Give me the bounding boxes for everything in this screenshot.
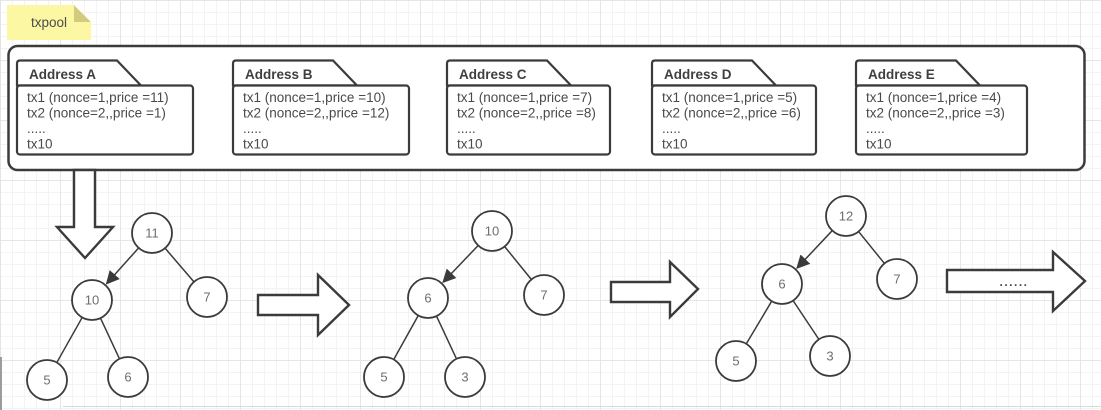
tree-node[interactable]: [71, 279, 113, 321]
tree-node-label: 7: [203, 290, 210, 305]
tree-node[interactable]: [825, 195, 867, 237]
folder-tx-line: tx10: [27, 137, 53, 152]
tree-node-label: 7: [540, 288, 547, 303]
folder-tx-line: tx10: [243, 137, 269, 152]
tree-node[interactable]: [876, 258, 918, 300]
tree-node-label: 5: [43, 373, 50, 388]
tree-node-label: 10: [485, 224, 499, 239]
tree-node-label: 5: [732, 354, 739, 369]
tree-node-label: 5: [380, 370, 387, 385]
folder-tx-line: tx2 (nonce=2,,price =12): [243, 106, 389, 121]
tree-node[interactable]: [26, 359, 68, 401]
sticky-note[interactable]: txpool: [7, 5, 91, 40]
tree-node[interactable]: [715, 340, 757, 382]
tree-node-label: 6: [124, 370, 131, 385]
tree-edge[interactable]: [164, 247, 195, 283]
address-folder-body[interactable]: [15, 84, 195, 156]
tree-node-label: 3: [826, 349, 833, 364]
tree-edge[interactable]: [442, 244, 479, 284]
tree-edge[interactable]: [56, 317, 83, 363]
flow-arrow-right-2[interactable]: [609, 259, 700, 320]
folder-title: Address A: [29, 67, 96, 82]
tree-edge[interactable]: [435, 315, 458, 360]
tree-node[interactable]: [471, 210, 513, 252]
tree-edge[interactable]: [504, 246, 532, 280]
folder-tx-line: .....: [27, 121, 46, 136]
tree-node[interactable]: [363, 356, 405, 398]
flow-arrow-down[interactable]: [54, 168, 116, 260]
tree-edge[interactable]: [858, 231, 885, 264]
folder-tx-line: tx1 (nonce=1,price =11): [27, 90, 169, 105]
folder-title: Address B: [245, 67, 313, 82]
address-folder-body[interactable]: [231, 84, 411, 156]
tree-node-label: 6: [424, 291, 431, 306]
folder-tx-line: tx1 (nonce=1,price =4): [866, 90, 1001, 105]
folder-tx-line: tx10: [866, 137, 892, 152]
folder-title: Address C: [459, 67, 527, 82]
folder-tx-line: tx2 (nonce=2,,price =3): [866, 106, 1005, 121]
folder-tx-line: .....: [866, 121, 885, 136]
tree-node-label: 3: [461, 370, 468, 385]
address-folder-tab[interactable]: [854, 59, 983, 87]
tree-node[interactable]: [444, 356, 486, 398]
flow-arrow-right-1[interactable]: [256, 272, 351, 338]
folder-tx-line: tx10: [457, 137, 483, 152]
page-border-left-dark: [0, 357, 2, 410]
address-folder-body[interactable]: [854, 84, 1029, 156]
folder-tx-line: tx2 (nonce=2,,price =1): [27, 106, 166, 121]
tree-node[interactable]: [186, 276, 228, 318]
tree-node-label: 11: [145, 226, 159, 241]
address-folder-body[interactable]: [650, 84, 818, 156]
address-folder-body[interactable]: [445, 84, 612, 156]
address-folder-tab[interactable]: [650, 59, 779, 87]
folder-title: Address E: [868, 67, 935, 82]
folder-tx-line: tx1 (nonce=1,price =5): [662, 90, 797, 105]
tree-node[interactable]: [809, 335, 851, 377]
tree-node-label: 7: [893, 272, 900, 287]
sticky-note-label: txpool: [30, 15, 68, 30]
folder-tx-line: tx1 (nonce=1,price =10): [243, 90, 386, 105]
address-folder-tab[interactable]: [445, 59, 574, 87]
tree-node-label: 6: [778, 277, 785, 292]
folder-tx-line: tx10: [662, 137, 688, 152]
tree-edge[interactable]: [745, 300, 773, 345]
folder-tx-line: tx2 (nonce=2,,price =8): [457, 106, 596, 121]
tree-edge[interactable]: [796, 230, 833, 269]
tree-node[interactable]: [407, 277, 449, 319]
folder-tx-line: tx2 (nonce=2,,price =6): [662, 106, 801, 121]
tree-node-label: 10: [85, 293, 99, 308]
tree-edge[interactable]: [792, 300, 820, 340]
flow-arrow-label: ......: [999, 275, 1028, 289]
tree-node-label: 12: [839, 209, 853, 224]
tree-node[interactable]: [523, 274, 565, 316]
tree-edge[interactable]: [393, 315, 419, 360]
tree-node[interactable]: [761, 263, 803, 305]
tree-node[interactable]: [131, 212, 173, 254]
folder-title: Address D: [664, 67, 732, 82]
flow-arrow-right-3[interactable]: [945, 249, 1087, 314]
tree-node[interactable]: [107, 356, 149, 398]
address-folder-tab[interactable]: [231, 59, 360, 87]
folder-tx-line: .....: [662, 121, 681, 136]
folder-tx-line: .....: [243, 121, 262, 136]
tree-edge[interactable]: [105, 247, 140, 285]
tree-edge[interactable]: [99, 317, 121, 360]
page-border-bottom: [63, 406, 1101, 407]
page-border-left: [0, 0, 1, 410]
folder-tx-line: .....: [457, 121, 476, 136]
address-folder-tab[interactable]: [15, 59, 144, 87]
folder-tx-line: tx1 (nonce=1,price =7): [457, 90, 592, 105]
